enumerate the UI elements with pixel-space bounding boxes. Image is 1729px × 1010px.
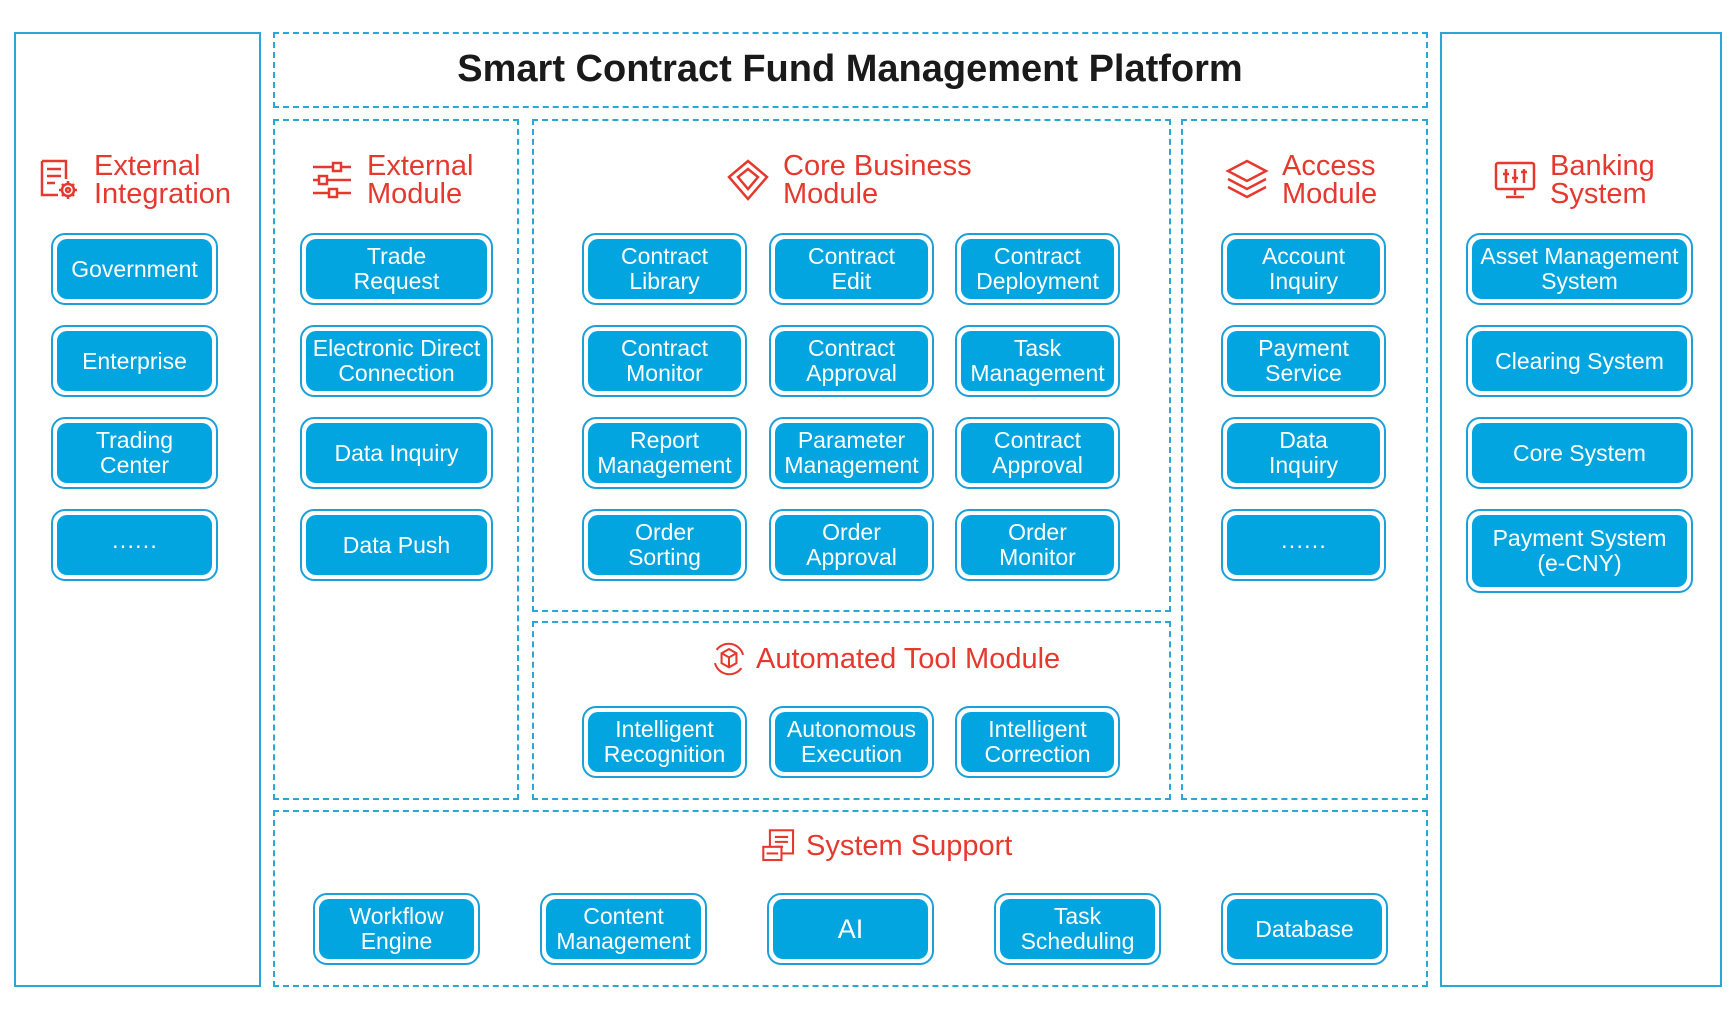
core-business-heading: Core Business Module: [725, 150, 972, 210]
core-business-item[interactable]: Contract Approval: [955, 417, 1120, 489]
external-module-item[interactable]: Data Push: [300, 509, 493, 581]
heading-label: Access Module: [1282, 150, 1378, 210]
banking-system-item[interactable]: Payment System (e-CNY): [1466, 509, 1693, 593]
external-module-item[interactable]: Data Inquiry: [300, 417, 493, 489]
server-doc-icon: [760, 827, 798, 865]
page-title: Smart Contract Fund Management Platform: [457, 47, 1243, 90]
heading-label: Banking System: [1550, 150, 1655, 210]
core-business-item[interactable]: Task Management: [955, 325, 1120, 397]
access-module-item[interactable]: Account Inquiry: [1221, 233, 1386, 305]
automated-tool-item[interactable]: Intelligent Correction: [955, 706, 1120, 778]
automated-tool-panel: [532, 621, 1171, 800]
system-support-panel: [273, 810, 1428, 987]
external-module-item[interactable]: Trade Request: [300, 233, 493, 305]
external-integration-item[interactable]: ······: [51, 509, 218, 581]
core-business-item[interactable]: Contract Library: [582, 233, 747, 305]
layers-icon: [1224, 157, 1270, 203]
core-business-item[interactable]: Parameter Management: [769, 417, 934, 489]
heading-label: External Module: [367, 150, 474, 210]
heading-label: Automated Tool Module: [756, 643, 1061, 675]
access-module-heading: Access Module: [1224, 150, 1378, 210]
external-module-item[interactable]: Electronic Direct Connection: [300, 325, 493, 397]
core-business-item[interactable]: Order Approval: [769, 509, 934, 581]
core-business-panel: [532, 119, 1171, 612]
document-settings-icon: [36, 157, 82, 203]
access-module-item[interactable]: ······: [1221, 509, 1386, 581]
banking-system-item[interactable]: Core System: [1466, 417, 1693, 489]
core-business-item[interactable]: Contract Monitor: [582, 325, 747, 397]
core-business-item[interactable]: Contract Edit: [769, 233, 934, 305]
core-business-item[interactable]: Contract Deployment: [955, 233, 1120, 305]
access-module-item[interactable]: Data Inquiry: [1221, 417, 1386, 489]
external-module-heading: External Module: [309, 150, 474, 210]
banking-system-heading: Banking System: [1492, 150, 1655, 210]
core-business-item[interactable]: Report Management: [582, 417, 747, 489]
heading-label: External Integration: [94, 150, 232, 210]
system-support-item[interactable]: Database: [1221, 893, 1388, 965]
access-module-item[interactable]: Payment Service: [1221, 325, 1386, 397]
core-business-item[interactable]: Contract Approval: [769, 325, 934, 397]
automated-tool-item[interactable]: Autonomous Execution: [769, 706, 934, 778]
external-integration-panel: [14, 32, 261, 987]
heading-label: System Support: [806, 830, 1013, 862]
access-module-panel: [1181, 119, 1428, 800]
box-cycle-icon: [710, 640, 748, 678]
external-module-panel: [273, 119, 519, 800]
system-support-heading: System Support: [760, 827, 1012, 865]
automated-tool-heading: Automated Tool Module: [710, 640, 1060, 678]
external-integration-item[interactable]: Trading Center: [51, 417, 218, 489]
platform-title-panel: [273, 32, 1428, 108]
diamond-icon: [725, 157, 771, 203]
system-support-item[interactable]: Task Scheduling: [994, 893, 1161, 965]
system-support-item[interactable]: AI: [767, 893, 934, 965]
external-integration-heading: External Integration: [36, 150, 232, 210]
monitor-chart-icon: [1492, 157, 1538, 203]
sliders-icon: [309, 157, 355, 203]
banking-system-item[interactable]: Asset Management System: [1466, 233, 1693, 305]
core-business-item[interactable]: Order Sorting: [582, 509, 747, 581]
heading-label: Core Business Module: [783, 150, 972, 210]
core-business-item[interactable]: Order Monitor: [955, 509, 1120, 581]
system-support-item[interactable]: Content Management: [540, 893, 707, 965]
banking-system-panel: [1440, 32, 1722, 987]
automated-tool-item[interactable]: Intelligent Recognition: [582, 706, 747, 778]
system-support-item[interactable]: Workflow Engine: [313, 893, 480, 965]
external-integration-item[interactable]: Government: [51, 233, 218, 305]
external-integration-item[interactable]: Enterprise: [51, 325, 218, 397]
banking-system-item[interactable]: Clearing System: [1466, 325, 1693, 397]
